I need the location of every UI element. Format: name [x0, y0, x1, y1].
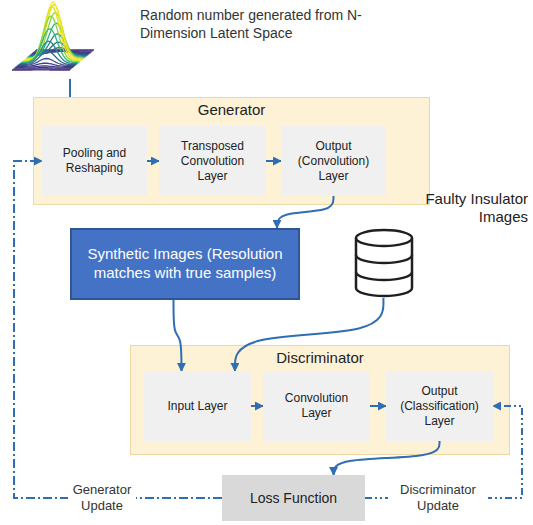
- panel-title: Generator: [198, 98, 266, 118]
- generator-panel: Pooling and Reshaping Transposed Convolut…: [33, 97, 430, 205]
- node-text: Faulty Insulator Images: [345, 190, 528, 226]
- node-text: Synthetic Images (Resolution matches wit…: [82, 245, 288, 283]
- surface-line: [12, 69, 70, 70]
- node-text: Input Layer: [167, 399, 227, 414]
- edge-label: Generator Update: [68, 482, 136, 513]
- cylinder-top: [356, 230, 412, 246]
- edge-label: Discriminator Update: [388, 482, 488, 513]
- discriminator-panel: Input Layer Convolution Layer Output (Clas…: [130, 345, 510, 455]
- panel-title: Discriminator: [276, 346, 364, 366]
- layer-box: Output (Classification) Layer: [386, 371, 493, 441]
- cylinder-band: [356, 272, 412, 280]
- note-text: Random number generated from N-Dimension…: [140, 6, 390, 42]
- synthetic-images-box: Synthetic Images (Resolution matches wit…: [70, 228, 300, 300]
- surface-line: [22, 16, 80, 62]
- label-holder: Random number generated from N-Dimension…: [140, 6, 390, 42]
- database-node: Faulty Insulator Images: [345, 190, 528, 298]
- layer-box: Input Layer: [144, 371, 251, 441]
- node-text: Convolution Layer: [269, 391, 364, 421]
- node-text: Output (Convolution) Layer: [287, 139, 380, 184]
- node-text: Pooling and Reshaping: [48, 146, 141, 176]
- surface-line: [20, 41, 78, 64]
- database-icon: [352, 228, 416, 298]
- surface-line: [19, 51, 77, 64]
- node-text: Transposed Convolution Layer: [165, 139, 260, 184]
- edge-label-holder: Discriminator Update: [388, 482, 488, 513]
- loss-function-box: Loss Function: [222, 475, 365, 521]
- layer-box: Convolution Layer: [263, 371, 370, 441]
- node-text: Output (Classification) Layer: [392, 384, 487, 429]
- surface-line: [17, 59, 75, 66]
- gaussian-surface: [6, 0, 98, 78]
- surface-line: [25, 4, 83, 59]
- node-text: Loss Function: [250, 490, 337, 506]
- cylinder-band: [356, 255, 412, 263]
- surface-ground: [6, 0, 98, 78]
- layer-box: Pooling and Reshaping: [42, 126, 147, 196]
- layer-box: Transposed Convolution Layer: [159, 126, 266, 196]
- surface-line: [21, 29, 79, 63]
- edge-label-holder: Generator Update: [68, 482, 136, 513]
- layer-box: Output (Convolution) Layer: [281, 126, 386, 196]
